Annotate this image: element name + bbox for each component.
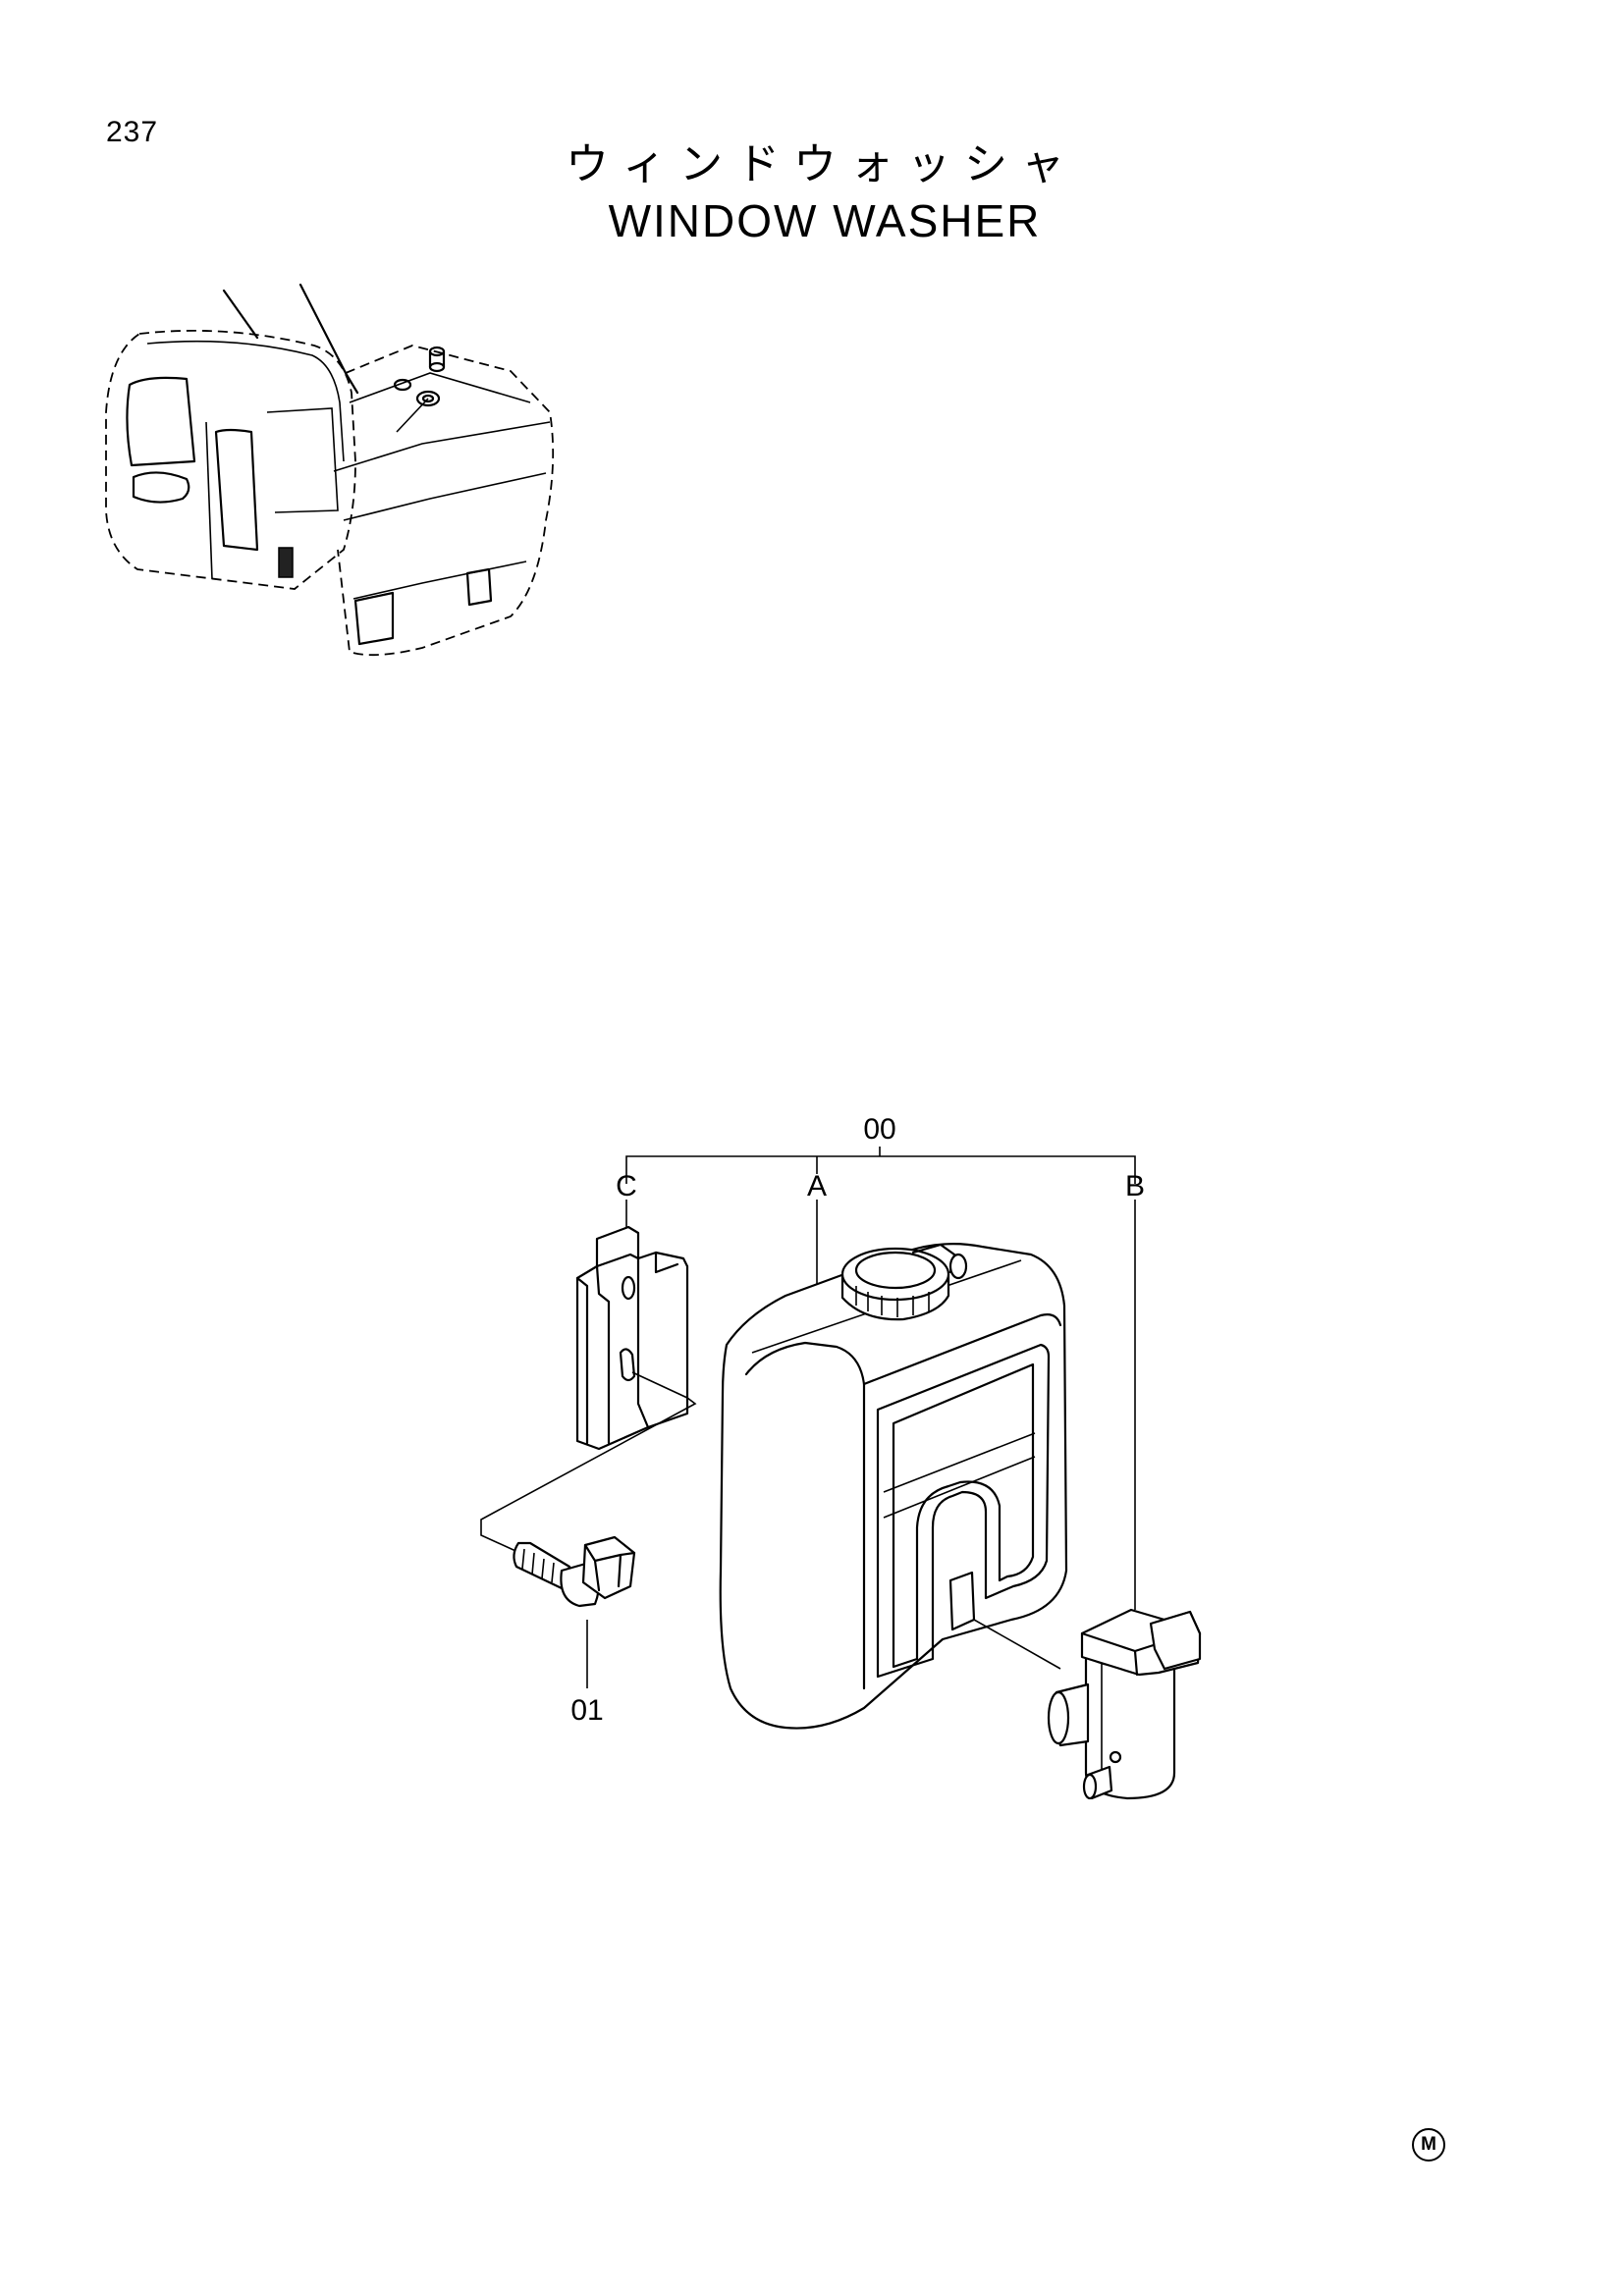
excavator-location-icon — [105, 283, 555, 657]
bolt-icon — [513, 1535, 636, 1608]
title-japanese: ウィンドウォッシャ — [566, 139, 1078, 189]
page-number: 237 — [106, 116, 159, 148]
callout-bolt: 01 — [570, 1694, 603, 1727]
callout-tree — [586, 1147, 1136, 1688]
title-block: ウィンドウォッシャ WINDOW WASHER — [0, 137, 1624, 249]
callout-assembly: 00 — [863, 1113, 895, 1146]
manufacturer-mark: M — [1412, 2128, 1445, 2162]
mounting-bracket-icon — [480, 1225, 697, 1556]
washer-tank-icon — [719, 1243, 1068, 1730]
callout-bracket: C — [616, 1170, 637, 1202]
washer-pump-icon — [1047, 1608, 1202, 1800]
callout-tank: A — [807, 1170, 827, 1202]
callout-pump: B — [1125, 1170, 1145, 1202]
title-english: WINDOW WASHER — [608, 195, 1042, 246]
